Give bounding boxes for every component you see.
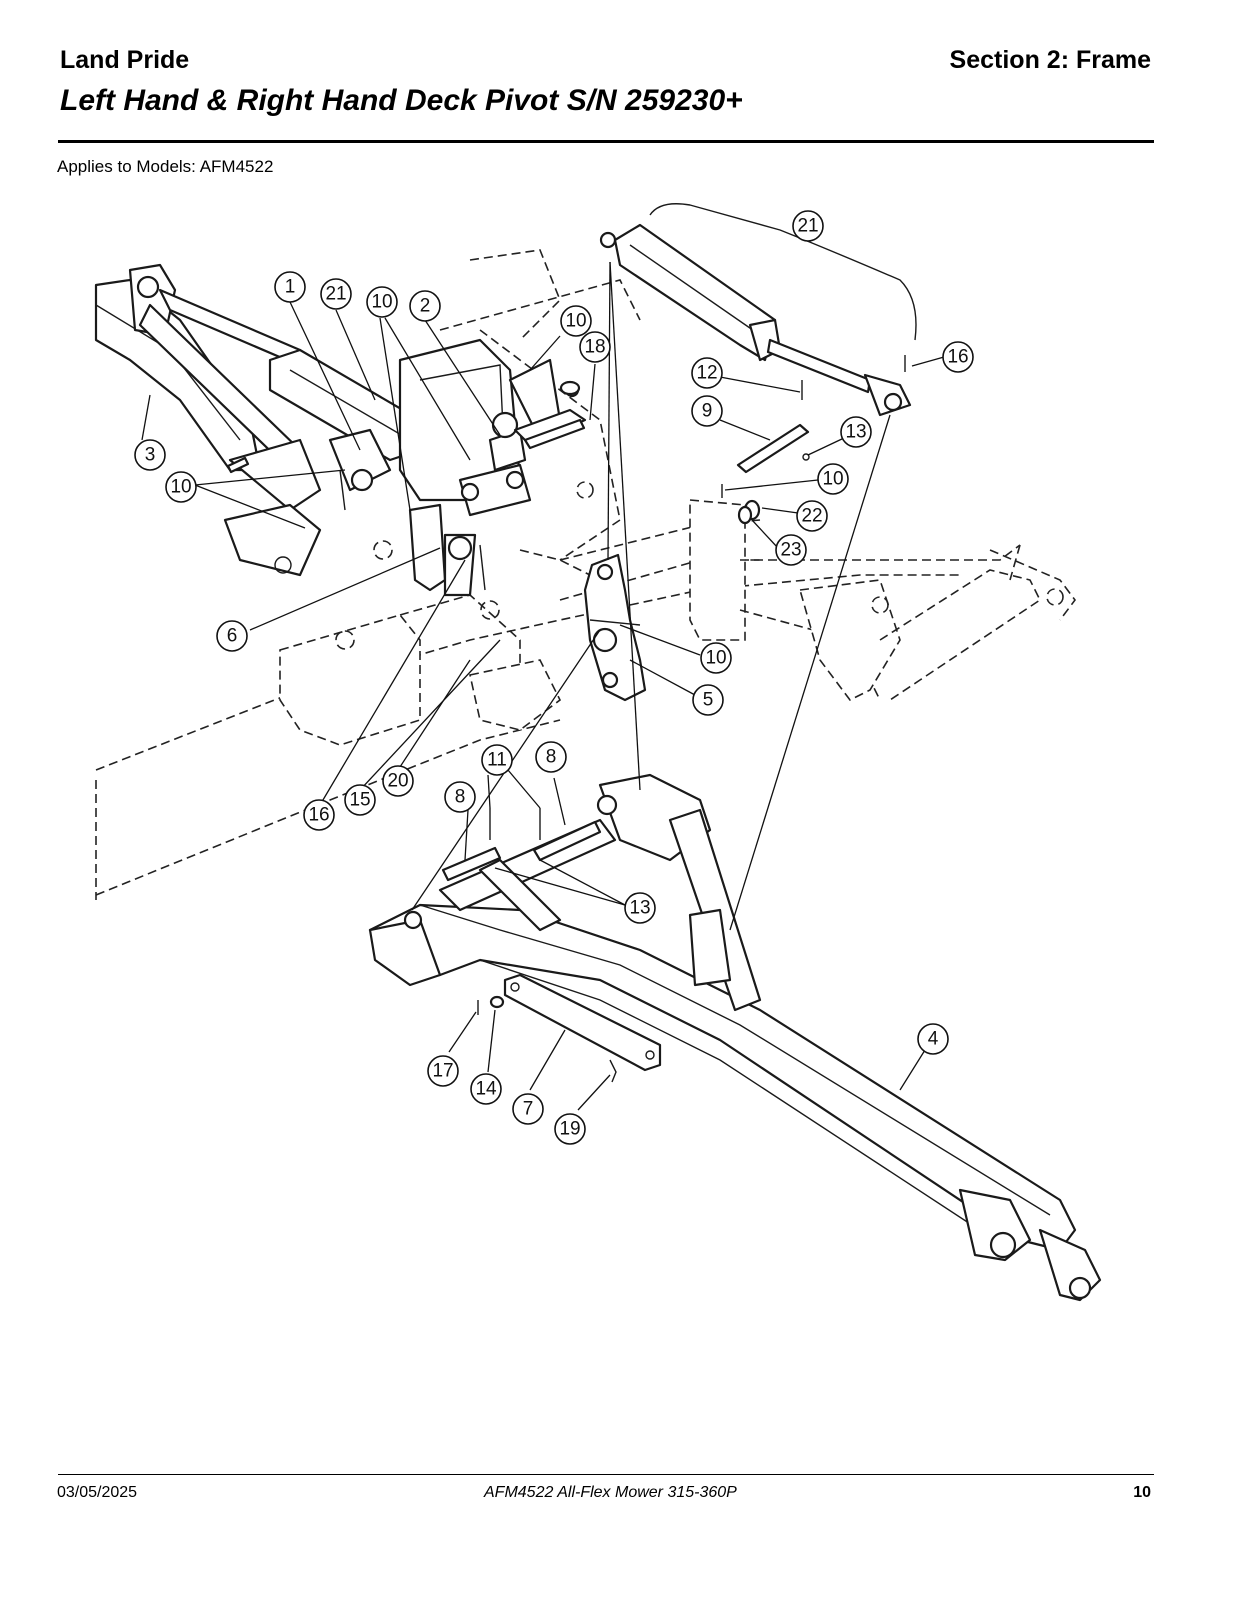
link-plate [583,553,647,702]
svg-text:21: 21 [797,216,818,237]
callout-15: 15 [344,784,376,816]
svg-text:6: 6 [227,626,238,647]
callout-8: 8 [535,741,567,773]
callout-23: 23 [775,534,807,566]
callout-10: 10 [366,286,398,318]
svg-text:19: 19 [559,1119,580,1140]
svg-text:16: 16 [308,805,329,826]
footer-model: AFM4522 All-Flex Mower 315-360P [484,1484,737,1501]
callout-10: 10 [817,463,849,495]
callout-13: 13 [624,892,656,924]
svg-text:22: 22 [801,506,822,527]
page-title: Left Hand & Right Hand Deck Pivot S/N 25… [60,84,743,117]
callout-10: 10 [560,305,592,337]
svg-text:8: 8 [455,787,466,808]
callout-4: 4 [917,1023,949,1055]
svg-text:13: 13 [845,422,866,443]
svg-text:23: 23 [780,540,801,561]
callout-12: 12 [691,357,723,389]
left-arm-assembly [94,263,422,577]
svg-text:4: 4 [928,1029,939,1050]
callout-13: 13 [840,416,872,448]
callout-8: 8 [444,781,476,813]
svg-text:8: 8 [546,747,557,768]
hydraulic-cylinder [599,203,917,417]
svg-text:10: 10 [705,648,726,669]
callout-18: 18 [579,331,611,363]
svg-text:13: 13 [629,898,650,919]
main-frame-dashed [95,249,1076,900]
pivot-plates [398,338,587,597]
svg-text:1: 1 [285,277,296,298]
svg-text:20: 20 [387,771,408,792]
callout-10: 10 [165,471,197,503]
callout-20: 20 [382,765,414,797]
page-number: 10 [1133,1484,1151,1501]
callout-17: 17 [427,1055,459,1087]
callout-19: 19 [554,1113,586,1145]
svg-text:3: 3 [145,445,156,466]
svg-text:11: 11 [487,750,507,771]
svg-text:18: 18 [584,337,605,358]
svg-text:9: 9 [702,401,713,422]
callout-22: 22 [796,500,828,532]
svg-text:7: 7 [523,1099,534,1120]
section-label: Section 2: Frame [949,46,1151,74]
svg-text:15: 15 [349,790,370,811]
footer-date: 03/05/2025 [57,1484,138,1501]
svg-text:10: 10 [822,469,843,490]
lower-pins-strap [441,808,662,1083]
svg-text:12: 12 [696,363,717,384]
callout-11: 11 [481,744,513,776]
callout-21: 21 [320,278,352,310]
callout-3: 3 [134,439,166,471]
small-parts [226,355,906,525]
header-rule [58,140,1154,143]
footer-rule [58,1474,1154,1475]
svg-text:17: 17 [432,1061,453,1082]
callout-16: 16 [942,341,974,373]
callout-14: 14 [470,1073,502,1105]
svg-text:5: 5 [703,690,714,711]
callout-16: 16 [303,799,335,831]
callout-1: 1 [274,271,306,303]
svg-text:10: 10 [170,477,191,498]
svg-text:10: 10 [371,292,392,313]
brand-name: Land Pride [60,46,190,74]
callout-9: 9 [691,395,723,427]
svg-text:14: 14 [475,1079,497,1100]
callout-2: 2 [409,290,441,322]
applies-to-models: Applies to Models: AFM4522 [57,157,274,176]
callout-7: 7 [512,1093,544,1125]
svg-text:16: 16 [947,347,968,368]
svg-text:10: 10 [565,311,586,332]
callout-10: 10 [700,642,732,674]
callout-6: 6 [216,620,248,652]
svg-text:21: 21 [325,284,346,305]
callout-21: 21 [792,210,824,242]
svg-text:2: 2 [420,296,431,317]
callouts: 1 21 10 2 10 18 21 16 12 9 13 10 22 23 3… [134,210,974,1145]
callout-5: 5 [692,684,724,716]
